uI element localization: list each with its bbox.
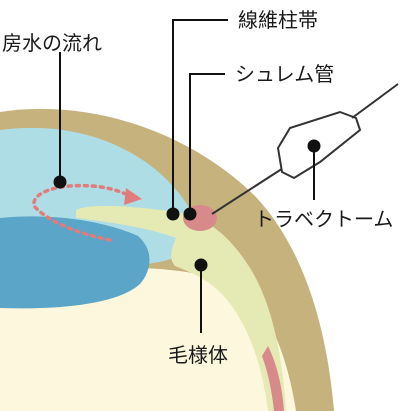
- label-trabecular-meshwork: 線維柱帯: [238, 8, 318, 32]
- markers: [53, 139, 321, 272]
- leader-lines: [59, 19, 315, 333]
- leader-trabecular: [172, 19, 228, 214]
- lower-canal-tissue: [262, 346, 284, 411]
- marker-schlemm: [183, 207, 197, 221]
- leader-schlemm: [189, 73, 225, 214]
- flow-arrow: [32, 183, 132, 242]
- dotted-arrow-icon: [124, 188, 142, 205]
- label-trabectome: トラベクトーム: [254, 207, 393, 231]
- label-schlemm-canal: シュレム管: [235, 62, 334, 86]
- iris: [0, 216, 150, 309]
- marker-trabectome: [307, 139, 321, 153]
- marker-ciliary: [194, 258, 208, 272]
- marker-aqueous: [53, 175, 67, 189]
- label-ciliary-body: 毛様体: [168, 343, 228, 367]
- label-aqueous-flow: 房水の流れ: [2, 31, 102, 55]
- marker-trabecular: [166, 207, 180, 221]
- ciliary-body: [76, 206, 286, 411]
